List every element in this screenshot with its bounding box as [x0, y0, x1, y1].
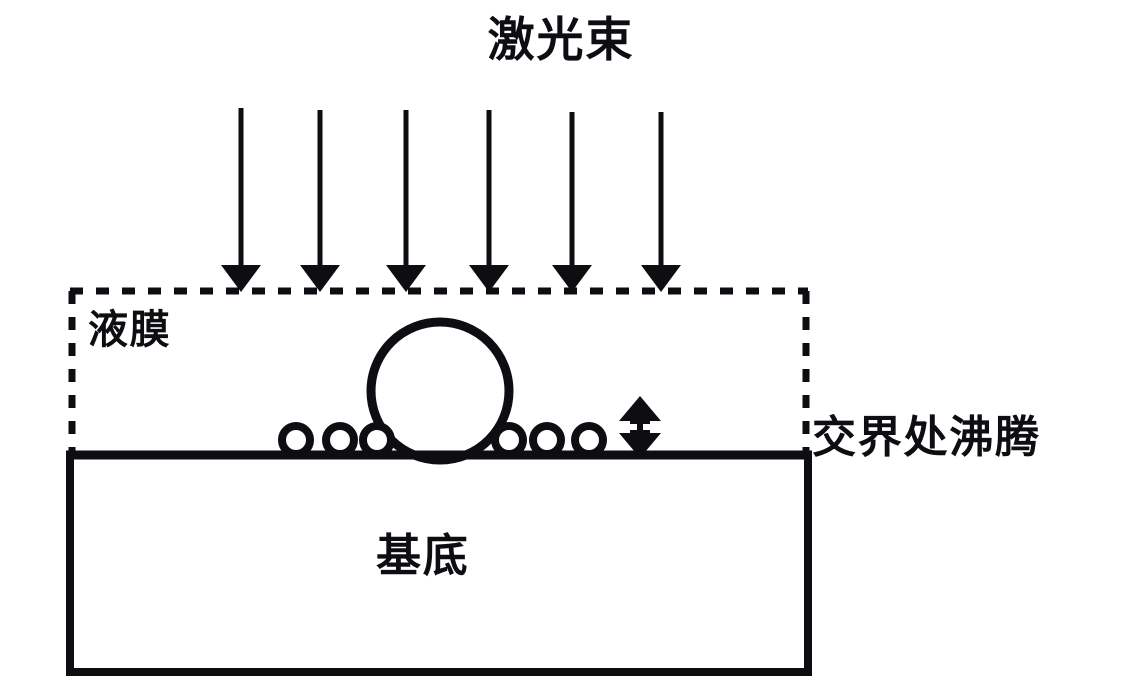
arrow-head-up: [619, 396, 661, 424]
laser-arrow: [641, 112, 681, 292]
label-laser-beam: 激光束: [487, 15, 635, 67]
label-interface-boiling: 交界处沸腾: [812, 413, 1041, 462]
small-bubble: [278, 422, 314, 458]
small-bubble: [322, 422, 358, 458]
small-bubble: [359, 422, 395, 458]
small-bubble-cluster-left: [278, 422, 395, 458]
label-substrate: 基底: [376, 531, 470, 581]
arrow-head-down: [619, 430, 661, 458]
laser-arrow: [469, 110, 509, 292]
bubble-detachment-double-arrow: [619, 396, 661, 458]
laser-arrow: [300, 110, 340, 292]
small-bubble-cluster-right: [491, 422, 607, 458]
small-bubble: [491, 422, 527, 458]
large-bubble: [366, 317, 514, 465]
laser-arrow: [386, 110, 426, 292]
laser-arrow: [221, 108, 261, 292]
label-liquid-film: 液膜: [88, 307, 172, 352]
laser-arrow: [552, 112, 592, 292]
small-bubble: [529, 422, 565, 458]
laser-beam-arrows: [221, 108, 681, 292]
liquid-film-boundary: [68, 287, 810, 455]
small-bubble: [571, 422, 607, 458]
